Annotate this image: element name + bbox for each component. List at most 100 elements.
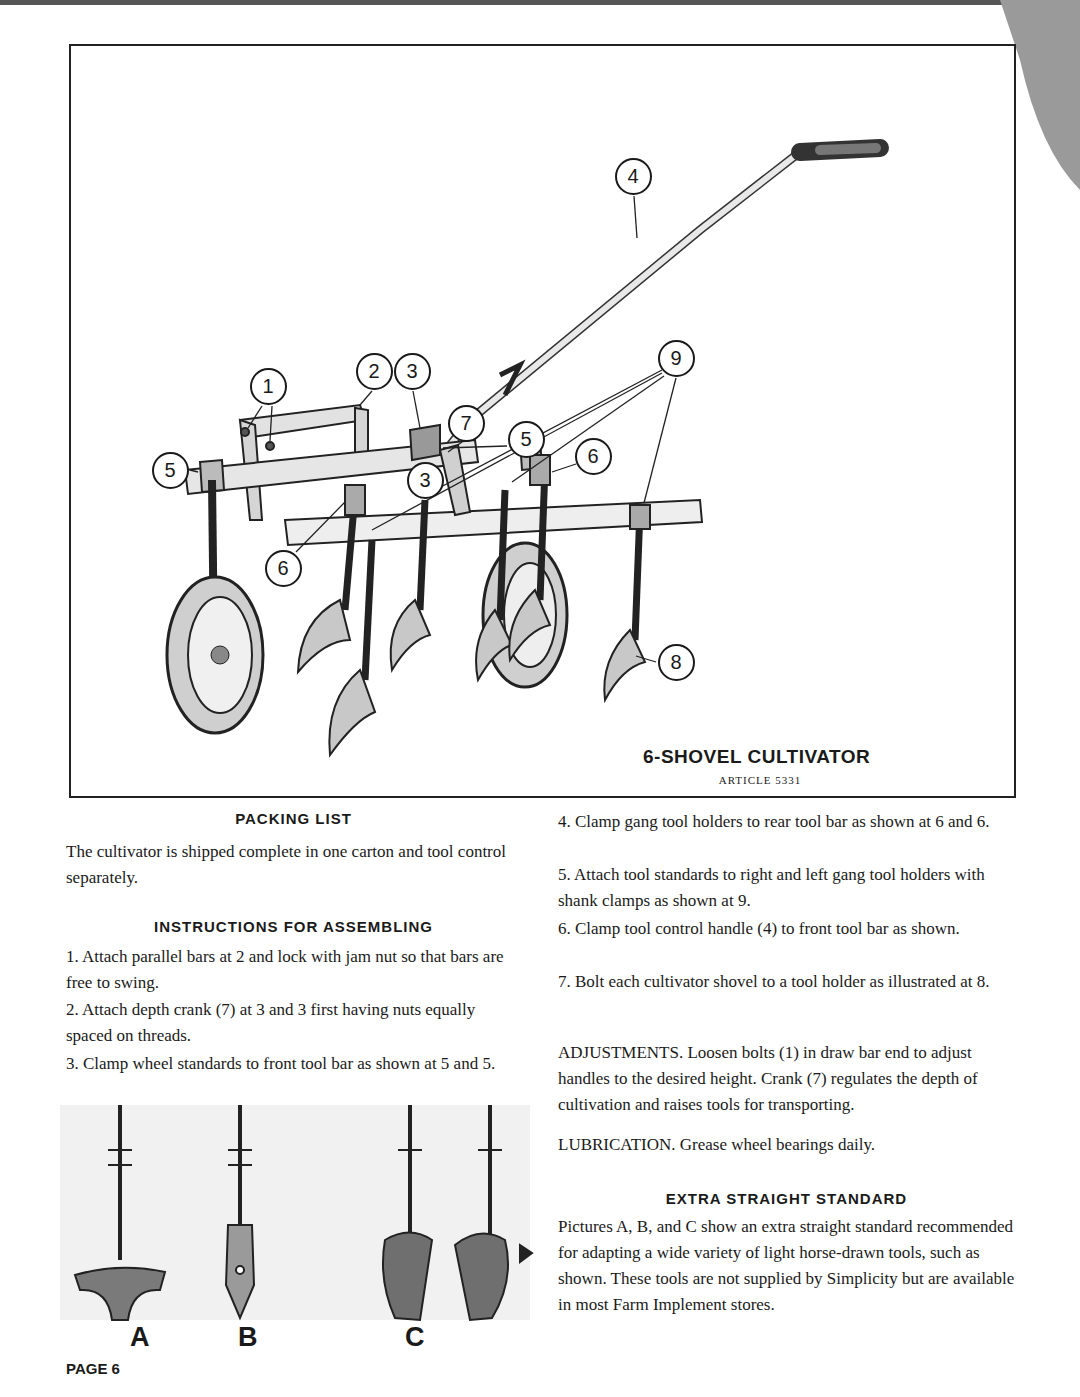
callout-number: 5 — [508, 421, 545, 458]
callout-text: 2 — [368, 361, 379, 381]
leader-line — [190, 470, 198, 472]
callout-text: 6 — [587, 446, 598, 466]
straight-standard — [408, 1105, 412, 1240]
section-heading: PACKING LIST — [66, 810, 521, 827]
leader-line — [644, 378, 676, 503]
lubrication-note: LUBRICATION. Grease wheel bearings daily… — [558, 1132, 1015, 1158]
straight-standard — [488, 1105, 492, 1240]
instruction-step: 6. Clamp tool control handle (4) to fron… — [558, 916, 1015, 942]
parallel-bar — [240, 405, 365, 438]
callout-text: 5 — [520, 429, 531, 449]
callout-text: 5 — [164, 460, 175, 480]
callout-text: 3 — [419, 470, 430, 490]
instruction-step: 5. Attach tool standards to right and le… — [558, 862, 1015, 914]
clamp — [108, 1150, 132, 1165]
callout-number: 9 — [658, 340, 695, 377]
tool-standard — [365, 540, 372, 680]
handle-bar — [440, 152, 800, 458]
shovel — [509, 590, 550, 660]
leader-line — [634, 196, 637, 238]
shovel — [476, 610, 512, 680]
leader-line — [270, 406, 272, 441]
leader-line — [248, 406, 262, 428]
extra-standard-pictures — [60, 1105, 532, 1320]
shovel-tool — [226, 1225, 254, 1318]
bolt — [266, 442, 274, 450]
figure-frame — [70, 45, 1015, 797]
depth-crank-housing — [410, 425, 440, 460]
page-number: PAGE 6 — [66, 1360, 186, 1377]
leader-line — [372, 373, 662, 530]
paragraph: The cultivator is shipped complete in on… — [66, 839, 521, 891]
callout-number: 6 — [265, 550, 302, 587]
instruction-step: 2. Attach depth crank (7) at 3 and 3 fir… — [66, 997, 521, 1049]
scan-shadow — [1000, 0, 1080, 190]
callout-number: 4 — [615, 158, 652, 195]
left-wheel — [167, 480, 263, 733]
callout-number: 3 — [407, 462, 444, 499]
handle-bar-fill — [440, 152, 800, 458]
callout-number: 5 — [152, 452, 189, 489]
leader-line — [413, 391, 420, 428]
callout-text: 4 — [627, 166, 638, 186]
adjustments-note: ADJUSTMENTS. Loosen bolts (1) in draw ba… — [558, 1040, 1015, 1118]
straight-standard — [118, 1105, 122, 1260]
instruction-step: 3. Clamp wheel standards to front tool b… — [66, 1051, 521, 1077]
hub — [211, 646, 229, 664]
leader-line — [443, 446, 507, 448]
tool-standard — [500, 490, 505, 620]
shovel — [604, 630, 645, 700]
callout-text: 1 — [262, 376, 273, 396]
gang-tool-holder — [530, 455, 550, 485]
callout-number: 7 — [448, 405, 485, 442]
frame — [185, 405, 702, 545]
instruction-step: 4. Clamp gang tool holders to rear tool … — [558, 809, 1015, 835]
callout-number: 3 — [394, 353, 431, 390]
leader-line — [552, 464, 576, 472]
section-heading: INSTRUCTIONS FOR ASSEMBLING — [66, 918, 521, 935]
picture-letter: A — [130, 1322, 170, 1353]
leader-line — [360, 391, 372, 405]
article-number: ARTICLE 5331 — [680, 774, 840, 786]
bolt-hole — [236, 1266, 244, 1274]
callout-number: 6 — [575, 438, 612, 475]
clamp — [228, 1150, 252, 1165]
rim — [504, 563, 556, 667]
callout-text: 9 — [670, 348, 681, 368]
paragraph: Pictures A, B, and C show an extra strai… — [558, 1214, 1015, 1318]
leader-line — [296, 502, 345, 552]
handle-grip — [800, 148, 880, 152]
figure-title: 6-SHOVEL CULTIVATOR — [643, 746, 870, 768]
rim — [188, 597, 252, 713]
handle-grip-rib — [820, 148, 876, 150]
picture-letter: B — [238, 1322, 278, 1353]
instruction-step: 1. Attach parallel bars at 2 and lock wi… — [66, 944, 521, 996]
leader-line — [636, 656, 656, 662]
callout-number: 8 — [658, 644, 695, 681]
callout-number: 1 — [250, 368, 287, 405]
picture-letter: C — [405, 1322, 445, 1353]
sweep-tool — [75, 1268, 165, 1320]
callout-text: 6 — [277, 558, 288, 578]
tire — [167, 577, 263, 733]
shovels — [298, 455, 650, 755]
callout-number: 2 — [356, 353, 393, 390]
control-handle — [440, 148, 880, 458]
leader-line — [420, 370, 662, 498]
handle-brace — [500, 365, 520, 395]
section-heading: EXTRA STRAIGHT STANDARD — [558, 1190, 1015, 1207]
hiller-tool — [455, 1234, 508, 1320]
clamp — [398, 1149, 502, 1151]
gang-tool-holder — [345, 485, 365, 515]
hiller-tool — [383, 1233, 432, 1321]
shovel — [298, 600, 350, 672]
bolt — [241, 428, 249, 436]
shovel — [329, 670, 375, 755]
photo-ground — [60, 1105, 530, 1320]
tool-standard — [420, 500, 425, 610]
hole-punch-mark — [520, 1245, 532, 1262]
shank-clamp — [630, 505, 650, 529]
instruction-step: 7. Bolt each cultivator shovel to a tool… — [558, 969, 1015, 995]
